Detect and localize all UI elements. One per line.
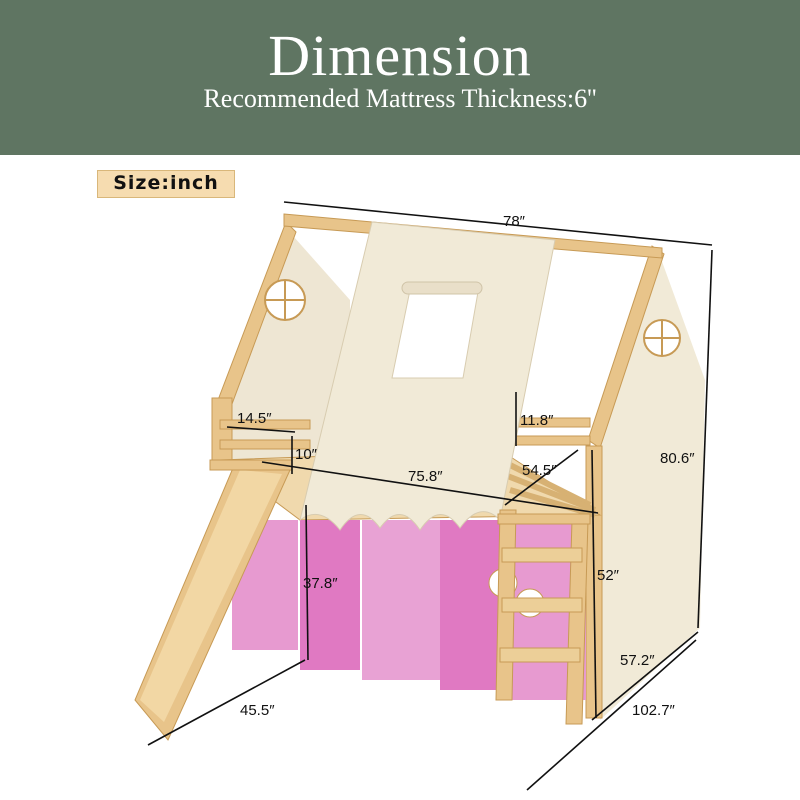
left-gable <box>211 221 350 471</box>
slide <box>134 459 293 741</box>
dim-mattress-width: 54.5″ <box>522 462 557 479</box>
dim-total-height: 80.6″ <box>660 450 695 467</box>
dim-under-bed-height: 37.8″ <box>303 575 338 592</box>
page-subtitle: Recommended Mattress Thickness:6'' <box>203 84 597 113</box>
dim-mattress-length: 75.8″ <box>408 468 443 485</box>
ladder <box>495 509 591 725</box>
dim-guardrail-height: 10″ <box>295 446 317 463</box>
size-unit-tag: Size:inch <box>97 170 235 198</box>
dim-platform-height: 52″ <box>597 567 619 584</box>
dim-rail-height: 11.8″ <box>520 412 554 429</box>
dim-total-depth: 57.2″ <box>620 652 655 669</box>
dimension-lines <box>147 201 713 791</box>
dim-overall-length: 102.7″ <box>632 702 675 719</box>
size-unit-label: Size:inch <box>113 172 219 194</box>
tent-canvas <box>299 221 556 531</box>
dim-slide-length: 45.5″ <box>240 702 275 719</box>
dim-total-length: 78″ <box>503 213 525 230</box>
dim-guardrail-width: 14.5″ <box>237 410 272 427</box>
header-banner: Dimension Recommended Mattress Thickness… <box>0 0 800 155</box>
page-title: Dimension <box>268 23 532 88</box>
